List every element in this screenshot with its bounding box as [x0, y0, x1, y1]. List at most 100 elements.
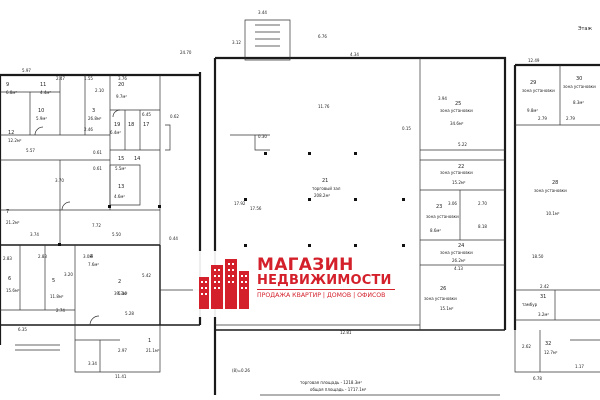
svg-text:18.50: 18.50 [532, 254, 544, 259]
brand-logo: МАГАЗИН НЕДВИЖИМОСТИ ПРОДАЖА КВАРТИР | Д… [193, 251, 399, 317]
room-name: торговый зал [312, 186, 341, 191]
svg-text:0.30: 0.30 [258, 134, 267, 139]
room-area: 5.9м² [36, 116, 47, 121]
room-label: 21 [322, 178, 328, 184]
room-area: 9.8м² [527, 108, 538, 113]
svg-text:3.94: 3.94 [438, 96, 447, 101]
brand-line-1: МАГАЗИН [257, 255, 354, 275]
room-area: 15.6м² [6, 288, 20, 293]
room-area: 15.1м² [440, 306, 454, 311]
room-label: 29 [530, 80, 536, 86]
room-label: 10 [38, 108, 44, 114]
room-label: 9 [6, 82, 9, 88]
svg-text:3.20: 3.20 [64, 272, 73, 277]
svg-text:6.76: 6.76 [318, 34, 327, 39]
middle-section: 3.44 3.12 6.76 4.34 11.76 0.30 17.92 17.… [213, 10, 507, 396]
room-label: 1 [148, 338, 151, 344]
room-area: 34.6м² [450, 121, 464, 126]
svg-text:3.44: 3.44 [258, 10, 267, 15]
summary-retail-area: торговая площадь - 1218.3м² [300, 380, 362, 385]
room-area: 7.6м² [88, 262, 99, 267]
svg-text:0.15: 0.15 [402, 126, 411, 131]
room-label: 7 [6, 209, 9, 215]
room-label: 18 [128, 122, 134, 128]
svg-text:2.70: 2.70 [478, 201, 487, 206]
svg-text:3.06: 3.06 [448, 201, 457, 206]
svg-text:0.61: 0.61 [93, 166, 102, 171]
svg-text:2.83: 2.83 [3, 256, 12, 261]
room-area: 11.8м² [50, 294, 64, 299]
svg-text:5.28: 5.28 [125, 311, 134, 316]
room-label: 15 [118, 156, 124, 162]
svg-text:17.56: 17.56 [250, 206, 262, 211]
room-area: 10.1м² [546, 211, 560, 216]
svg-text:6.78: 6.78 [533, 376, 542, 381]
room-area: 21.1м² [146, 348, 160, 353]
room-name: зона установки [563, 84, 596, 89]
room-label: 11 [40, 82, 46, 88]
room-area: 3.2м² [538, 312, 549, 317]
room-label: 25 [455, 101, 461, 107]
brand-line-2: НЕДВИЖИМОСТИ [257, 273, 392, 288]
room-label: 6 [8, 276, 11, 282]
svg-text:3.74: 3.74 [30, 232, 39, 237]
svg-text:2.42: 2.42 [540, 284, 549, 289]
room-area: 9.7м² [116, 94, 127, 99]
svg-text:2.97: 2.97 [118, 348, 127, 353]
dimension-note: (8)=0.26 [232, 368, 250, 373]
svg-text:5.97: 5.97 [22, 68, 31, 73]
room-name: зона установки [440, 170, 473, 175]
brand-divider [257, 289, 395, 290]
svg-text:2.79: 2.79 [566, 116, 575, 121]
right-section: Этаж 12.49 2.79 2.79 18.50 2.42 2.62 1.1… [513, 26, 600, 381]
room-label: 14 [134, 156, 140, 162]
room-name: зона установки [440, 250, 473, 255]
room-area: 8.6м² [430, 228, 441, 233]
svg-text:2.62: 2.62 [522, 344, 531, 349]
svg-text:1.55: 1.55 [84, 76, 93, 81]
room-label: 23 [436, 204, 442, 210]
svg-text:2.47: 2.47 [56, 76, 65, 81]
room-label: 20 [118, 82, 124, 88]
room-label: 2 [118, 279, 121, 285]
room-label: 31 [540, 294, 546, 300]
svg-text:4.13: 4.13 [454, 266, 463, 271]
room-area: 12.2м² [8, 138, 22, 143]
floor-label: Этаж [578, 26, 592, 32]
svg-text:5.50: 5.50 [112, 232, 121, 237]
room-name: зона установки [426, 214, 459, 219]
room-area: 15.2м² [452, 180, 466, 185]
room-label: 19 [114, 122, 120, 128]
room-name: 6.8м² [6, 90, 17, 95]
svg-text:2.83: 2.83 [38, 254, 47, 259]
room-area: 39.3м² [114, 291, 128, 296]
room-area: 26.2м² [452, 258, 466, 263]
svg-text:11.76: 11.76 [318, 104, 330, 109]
svg-text:24.70: 24.70 [180, 50, 192, 55]
svg-text:2.10: 2.10 [95, 88, 104, 93]
room-area: 6.4м² [110, 130, 121, 135]
left-section: 24.70 5.97 2.47 1.55 3.76 2.10 6.45 5.57… [0, 50, 216, 379]
svg-text:4.34: 4.34 [350, 52, 359, 57]
room-label: 24 [458, 243, 464, 249]
room-name: зона установки [534, 188, 567, 193]
room-label: 22 [458, 164, 464, 170]
room-area: 4.6м² [114, 194, 125, 199]
room-label: 5 [52, 278, 55, 284]
svg-text:3.70: 3.70 [55, 178, 64, 183]
svg-text:6.45: 6.45 [142, 112, 151, 117]
svg-text:5.22: 5.22 [458, 142, 467, 147]
svg-text:3.08: 3.08 [83, 254, 92, 259]
svg-text:3.34: 3.34 [88, 361, 97, 366]
room-name: зона установки [522, 88, 555, 93]
svg-text:5.57: 5.57 [26, 148, 35, 153]
svg-text:3.76: 3.76 [118, 76, 127, 81]
brand-tagline: ПРОДАЖА КВАРТИР | ДОМОВ | ОФИСОВ [257, 292, 386, 299]
room-area: 5.5м² [115, 166, 126, 171]
room-area: 8.3м² [573, 100, 584, 105]
svg-text:5.42: 5.42 [142, 273, 151, 278]
room-label: 12 [8, 130, 14, 136]
room-name: зона установки [424, 296, 457, 301]
room-label: 3 [92, 108, 95, 114]
